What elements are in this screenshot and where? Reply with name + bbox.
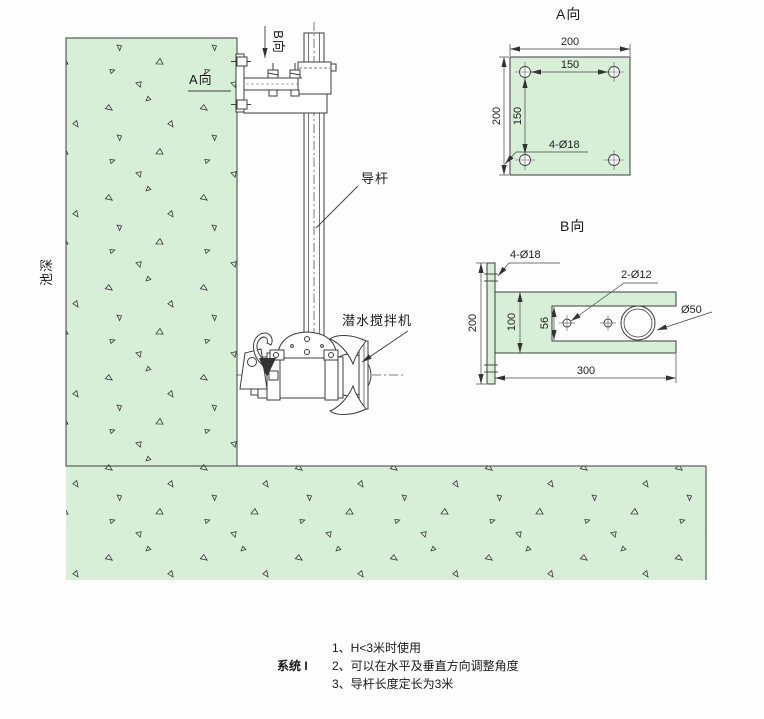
bracket-bolt <box>288 63 302 97</box>
dimension-lines <box>476 262 713 385</box>
mixer <box>236 331 404 415</box>
detail-a-hole-spacing-h: 150 <box>560 58 580 71</box>
system-label: 系统 I <box>277 659 308 673</box>
view-a-label: A向 <box>189 72 213 87</box>
clevis-arm <box>494 291 677 354</box>
propeller-blade-top <box>329 335 367 366</box>
view-b-label: B向 <box>271 30 287 54</box>
pool-wall <box>65 37 238 467</box>
base-plate <box>509 56 631 176</box>
detail-view-a <box>499 44 631 176</box>
note-line-3: 3、导杆长度定长为3米 <box>332 677 454 691</box>
anchor-bolt <box>231 99 251 110</box>
pool-floor <box>66 465 707 580</box>
detail-b-arm-height-dim: 100 <box>505 312 518 332</box>
dimension-lines <box>499 44 631 176</box>
lifting-bracket <box>239 348 268 390</box>
detail-a-title: A向 <box>556 6 582 22</box>
hook <box>253 332 273 368</box>
mixer-label: 潜水搅拌机 <box>342 313 413 328</box>
detail-b-rod-dia-note: Ø50 <box>681 304 702 316</box>
guide-rod-leader <box>315 185 359 229</box>
detail-a-height-dim: 200 <box>490 106 503 126</box>
note-line-2: 2、可以在水平及垂直方向调整角度 <box>332 659 519 673</box>
main-view <box>65 22 707 580</box>
plate-bolts <box>484 273 498 373</box>
mounting-bracket <box>231 53 337 114</box>
detail-a-hole-spacing-v: 150 <box>511 106 524 126</box>
rod-section-outer <box>620 305 656 341</box>
pin-holes <box>559 315 616 331</box>
detail-b-plate-height-dim: 200 <box>466 313 479 333</box>
propeller-ring <box>358 340 369 410</box>
note-line-1: 1、H<3米时使用 <box>332 641 422 655</box>
propeller-blade-bottom <box>329 384 367 415</box>
guide-rod-label: 导杆 <box>361 171 390 186</box>
bracket-bolt <box>266 63 280 97</box>
detail-a-width-dim: 200 <box>560 35 580 48</box>
detail-b-length-dim: 300 <box>576 364 596 377</box>
mixer-leader <box>361 330 409 363</box>
detail-a-holes-note: 4-Ø18 <box>549 139 580 151</box>
detail-b-pin-holes-note: 2-Ø12 <box>621 269 652 281</box>
detail-b-slot-height-dim: 56 <box>538 316 551 330</box>
detail-b-title: B向 <box>560 218 586 234</box>
anchor-bolt <box>231 56 251 67</box>
hook-wedge <box>259 358 276 377</box>
detail-b-holes-note: 4-Ø18 <box>510 249 541 261</box>
pool-depth-label: 池深 <box>38 257 54 287</box>
detail-view-b <box>476 262 713 385</box>
rod-section-inner <box>623 308 653 338</box>
